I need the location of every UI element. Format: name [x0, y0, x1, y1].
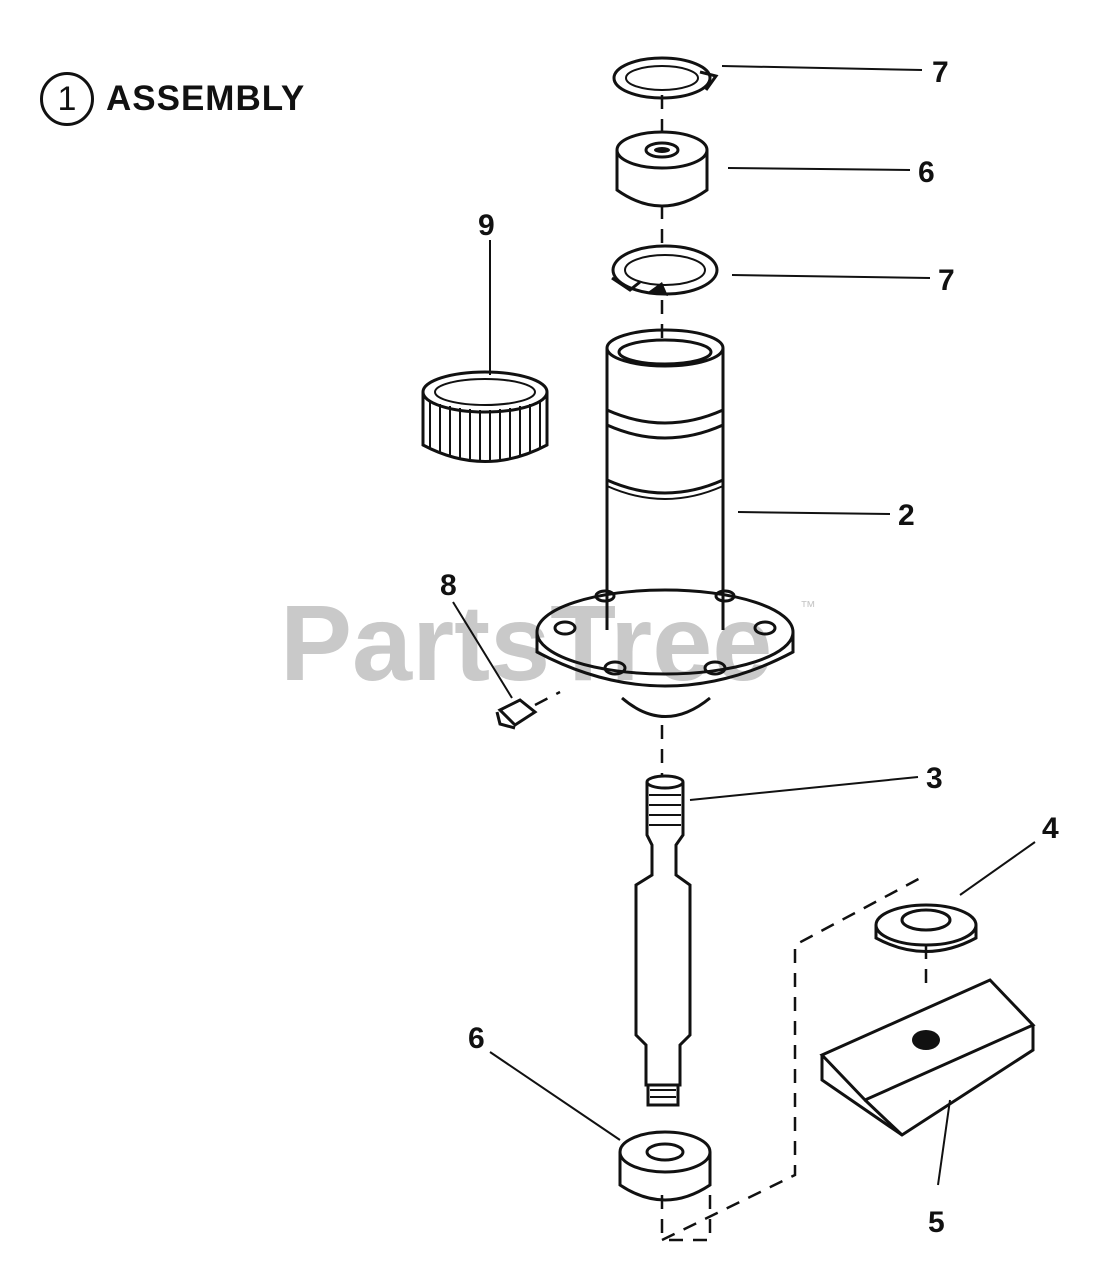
spindle-shaft [634, 774, 692, 1107]
alignment-line-bottom [662, 1195, 712, 1242]
callout-3: 3 [926, 762, 943, 795]
callout-2: 2 [898, 499, 915, 532]
leader-3 [689, 776, 919, 801]
watermark: PartsTree ™ [280, 582, 816, 703]
retaining-ring-mid [611, 244, 719, 296]
leader-2 [737, 511, 891, 515]
bearing-bottom [618, 1130, 712, 1202]
callout-6-bottom: 6 [468, 1022, 485, 1055]
leader-7-mid [731, 274, 931, 279]
assembly-title: 1 ASSEMBLY [40, 72, 305, 126]
callout-5: 5 [928, 1206, 945, 1239]
watermark-trademark: ™ [800, 599, 816, 616]
blade-adapter [819, 978, 1036, 1137]
spindle-housing [535, 328, 795, 718]
leader-5 [937, 1099, 951, 1186]
leader-6-bottom [489, 1051, 621, 1141]
assembly-label: ASSEMBLY [106, 79, 306, 118]
grease-fitting [495, 690, 561, 730]
spacer-washer [874, 903, 978, 953]
alignment-bracket [661, 873, 927, 1242]
callout-7-mid: 7 [938, 264, 955, 297]
needle-bearing [421, 370, 549, 463]
callout-6-top: 6 [918, 156, 935, 189]
callout-7-top: 7 [932, 56, 949, 89]
leader-8 [452, 601, 513, 699]
retaining-ring-top [612, 56, 719, 100]
leader-6-top [727, 167, 911, 171]
callout-4: 4 [1042, 812, 1059, 845]
callout-9: 9 [478, 209, 495, 242]
assembly-number-circle: 1 [40, 72, 94, 126]
leader-7-top [721, 65, 923, 71]
leader-4 [959, 841, 1036, 896]
callout-8: 8 [440, 569, 457, 602]
watermark-text: PartsTree [280, 582, 772, 703]
bearing-top [615, 130, 709, 208]
